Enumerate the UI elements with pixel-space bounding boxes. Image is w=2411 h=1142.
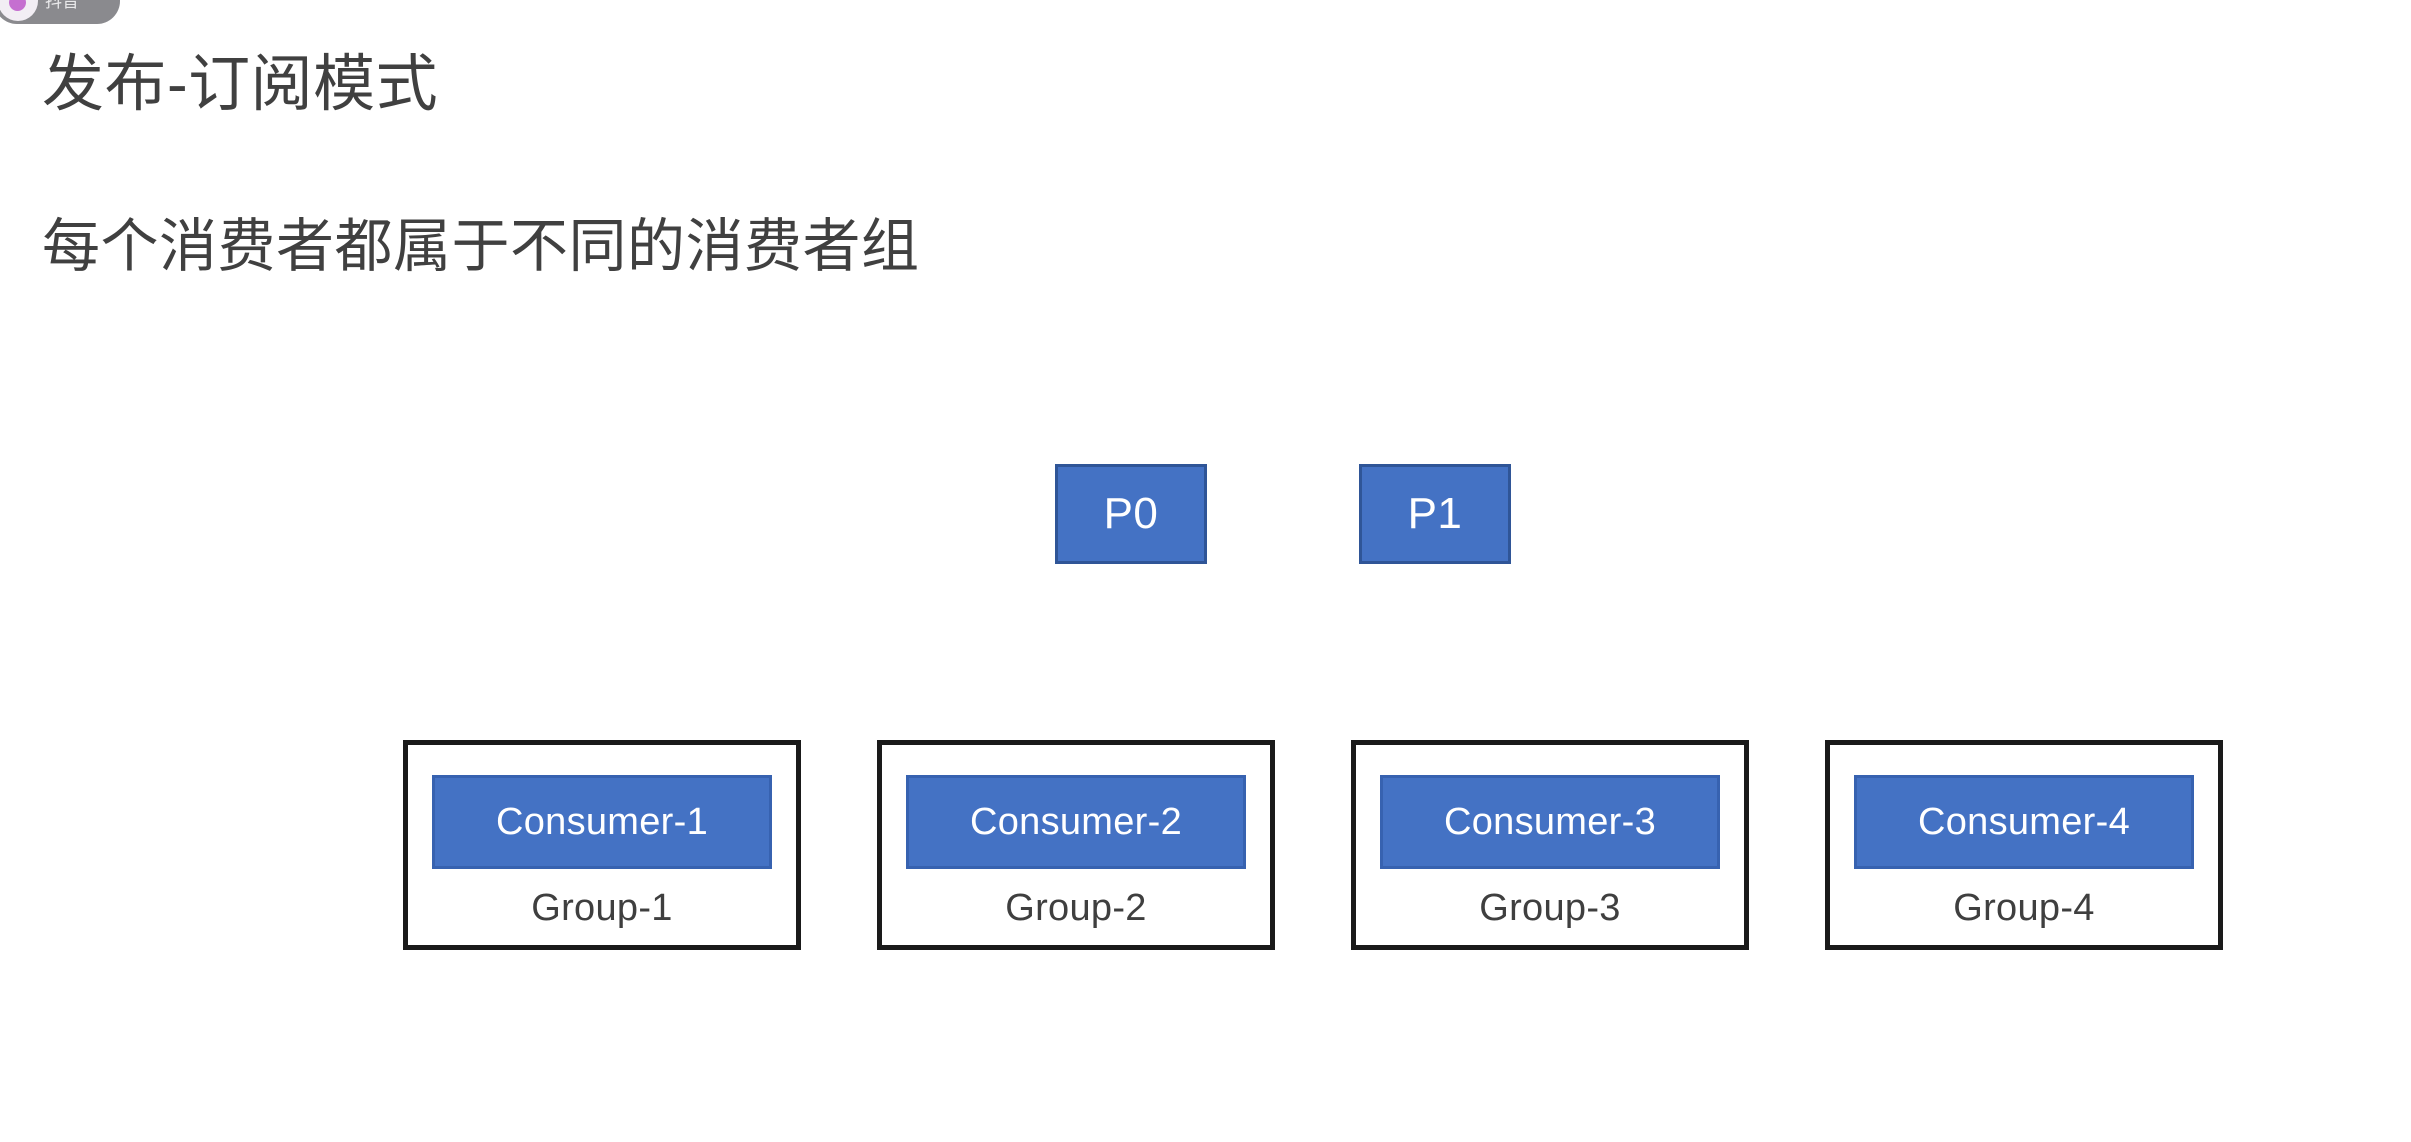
consumer-group-2: Consumer-2 Group-2 [877, 740, 1275, 950]
page-title: 发布-订阅模式 [42, 50, 439, 119]
watermark-pill: 抖音 [0, 0, 120, 24]
group-label-1: Group-1 [531, 887, 673, 929]
consumer-box-2: Consumer-2 [906, 775, 1246, 869]
consumer-box-1: Consumer-1 [432, 775, 772, 869]
consumer-group-3: Consumer-3 Group-3 [1351, 740, 1749, 950]
partition-box-p1: P1 [1359, 464, 1511, 564]
consumer-box-3: Consumer-3 [1380, 775, 1720, 869]
consumer-group-row: Consumer-1 Group-1 Consumer-2 Group-2 Co… [403, 740, 2223, 950]
consumer-group-4: Consumer-4 Group-4 [1825, 740, 2223, 950]
group-label-2: Group-2 [1005, 887, 1147, 929]
partition-box-p0: P0 [1055, 464, 1207, 564]
partition-row: P0 P1 [1055, 464, 1511, 564]
group-label-4: Group-4 [1953, 887, 2095, 929]
group-label-3: Group-3 [1479, 887, 1621, 929]
slide-heading-block: 发布-订阅模式 每个消费者都属于不同的消费者组 [42, 48, 1842, 282]
user-avatar-icon [0, 0, 38, 21]
consumer-box-4: Consumer-4 [1854, 775, 2194, 869]
page-subtitle: 每个消费者都属于不同的消费者组 [42, 214, 920, 280]
consumer-group-1: Consumer-1 Group-1 [403, 740, 801, 950]
watermark-label: 抖音 [45, 0, 79, 10]
